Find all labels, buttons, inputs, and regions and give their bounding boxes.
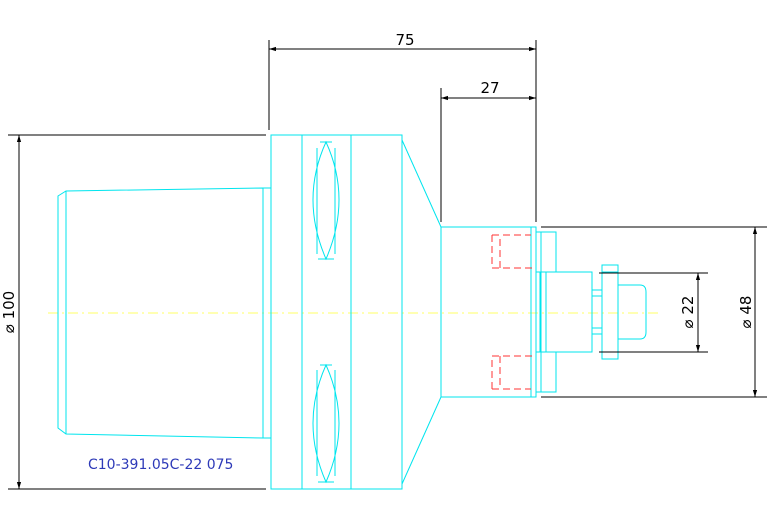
dim-text-75: 75 — [395, 31, 414, 49]
dim-text-22: ⌀ 22 — [679, 296, 697, 329]
cone — [401, 139, 442, 485]
dim-text-48: ⌀ 48 — [737, 296, 755, 329]
front-cylinder — [440, 226, 557, 398]
dimension-lines — [8, 40, 767, 490]
dim-text-27: 27 — [480, 79, 499, 97]
part-outline — [57, 134, 647, 490]
flange-body — [270, 134, 403, 490]
dim-text-100: ⌀ 100 — [0, 291, 18, 333]
part-number-label: C10-391.05C-22 075 — [88, 457, 233, 473]
collet-nut — [539, 264, 647, 360]
hidden-lines — [491, 234, 536, 390]
